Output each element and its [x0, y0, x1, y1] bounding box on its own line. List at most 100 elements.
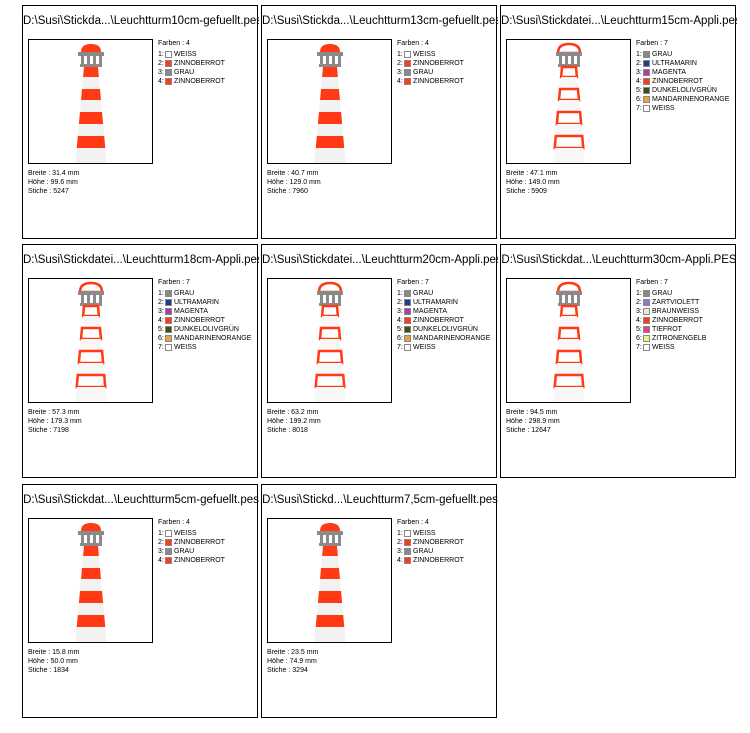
color-item: 6:MANDARINENORANGE: [397, 334, 497, 343]
color-swatch-icon: [165, 317, 172, 324]
color-name: ULTRAMARIN: [174, 299, 219, 306]
tower-band: [321, 77, 339, 89]
color-name: ZINNOBERROT: [413, 78, 464, 85]
lamp-dome: [320, 44, 340, 52]
color-name: ZINNOBERROT: [413, 317, 464, 324]
color-swatch-icon: [404, 548, 411, 555]
design-card[interactable]: D:\Susi\Stickdat...\Leuchtturm5cm-gefuel…: [22, 484, 259, 718]
design-card[interactable]: D:\Susi\Stickdat...\Leuchtturm30cm-Appli…: [500, 244, 737, 478]
color-swatch-icon: [643, 96, 650, 103]
lantern-top: [317, 531, 343, 535]
lantern-post: [87, 535, 90, 544]
tower-band: [322, 546, 338, 556]
color-index: 4:: [158, 78, 164, 85]
color-swatch-icon: [404, 326, 411, 333]
design-preview: [267, 518, 392, 643]
tower-band: [83, 546, 99, 556]
tower-band: [315, 136, 345, 148]
color-name: MANDARINENORANGE: [652, 96, 730, 103]
height-value: Höhe : 129.0 mm: [267, 179, 321, 186]
color-swatch-icon: [404, 557, 411, 564]
color-name: BRAUNWEISS: [652, 308, 700, 315]
color-name: GRAU: [174, 69, 195, 76]
tower-band: [314, 387, 346, 402]
color-index: 3:: [397, 308, 403, 315]
tower-band: [83, 67, 99, 77]
color-item: 5:DUNKELOLIVGRÜN: [397, 325, 497, 334]
color-item: 6:ZITRONENGELB: [636, 334, 736, 343]
color-name: WEISS: [413, 51, 436, 58]
tower-band: [316, 603, 344, 615]
tower-band: [321, 316, 339, 328]
lighthouse-icon: [314, 523, 346, 642]
gallery: [558, 64, 580, 67]
color-swatch-icon: [165, 548, 172, 555]
color-name: WEISS: [413, 344, 436, 351]
color-name: MAGENTA: [652, 69, 687, 76]
lantern-post: [332, 56, 335, 65]
color-name: ZARTVIOLETT: [652, 299, 700, 306]
lantern-post: [93, 295, 96, 304]
width-value: Breite : 31.4 mm: [28, 170, 80, 177]
color-name: MANDARINENORANGE: [174, 335, 252, 342]
tower-band: [557, 100, 581, 112]
tower-band: [82, 556, 100, 568]
color-name: MAGENTA: [413, 308, 448, 315]
color-name: ZINNOBERROT: [174, 60, 225, 67]
tower-band: [317, 591, 343, 603]
tower-band: [77, 603, 105, 615]
color-count: Farben : 4: [397, 40, 429, 47]
color-item: 4:ZINNOBERROT: [397, 556, 497, 565]
tower-band: [314, 148, 346, 163]
color-index: 2:: [397, 299, 403, 306]
tower-band: [320, 568, 340, 579]
tower-band: [318, 326, 342, 341]
design-card[interactable]: D:\Susi\Stickda...\Leuchtturm13cm-gefuel…: [261, 5, 498, 239]
color-index: 3:: [397, 548, 403, 555]
color-swatch-icon: [643, 60, 650, 67]
color-item: 2:ZINNOBERROT: [397, 59, 497, 68]
color-name: GRAU: [652, 51, 673, 58]
color-index: 2:: [158, 60, 164, 67]
color-name: ZITRONENGELB: [652, 335, 707, 342]
gallery: [80, 543, 102, 546]
tower-band: [557, 87, 581, 102]
stitch-count: Stiche : 5247: [28, 188, 69, 195]
design-preview: [506, 39, 631, 164]
color-item: 3:GRAU: [397, 547, 497, 556]
color-swatch-icon: [165, 539, 172, 546]
color-swatch-icon: [404, 530, 411, 537]
lantern-post: [93, 56, 96, 65]
file-path-title: D:\Susi\Stickdat...\Leuchtturm30cm-Appli…: [501, 254, 737, 266]
design-preview: [267, 39, 392, 164]
design-card[interactable]: D:\Susi\Stickd...\Leuchtturm7,5cm-gefuel…: [261, 484, 498, 718]
color-index: 1:: [397, 51, 403, 58]
design-card[interactable]: D:\Susi\Stickdatei...\Leuchtturm18cm-App…: [22, 244, 259, 478]
tower-band: [79, 579, 103, 591]
color-name: ZINNOBERROT: [652, 317, 703, 324]
color-name: MAGENTA: [174, 308, 209, 315]
file-path-title: D:\Susi\Stickdat...\Leuchtturm5cm-gefuel…: [23, 494, 259, 506]
color-name: ZINNOBERROT: [174, 78, 225, 85]
height-value: Höhe : 74.9 mm: [267, 658, 317, 665]
lantern-post: [320, 295, 323, 304]
lantern-post: [81, 295, 84, 304]
gallery: [558, 303, 580, 306]
color-swatch-icon: [404, 344, 411, 351]
design-card[interactable]: D:\Susi\Stickdatei...\Leuchtturm15cm-App…: [500, 5, 737, 239]
design-card[interactable]: D:\Susi\Stickda...\Leuchtturm10cm-gefuel…: [22, 5, 259, 239]
width-value: Breite : 47.1 mm: [506, 170, 558, 177]
tower-band: [79, 339, 103, 351]
design-card[interactable]: D:\Susi\Stickdatei...\Leuchtturm20cm-App…: [261, 244, 498, 478]
lantern-top: [556, 52, 582, 56]
color-item: 2:ZINNOBERROT: [397, 538, 497, 547]
lighthouse-icon: [314, 44, 346, 163]
stitch-count: Stiche : 12647: [506, 427, 551, 434]
color-name: ULTRAMARIN: [652, 60, 697, 67]
lantern-post: [87, 56, 90, 65]
design-preview: [506, 278, 631, 403]
color-swatch-icon: [165, 530, 172, 537]
color-name: GRAU: [652, 290, 673, 297]
lantern-post: [338, 535, 341, 544]
